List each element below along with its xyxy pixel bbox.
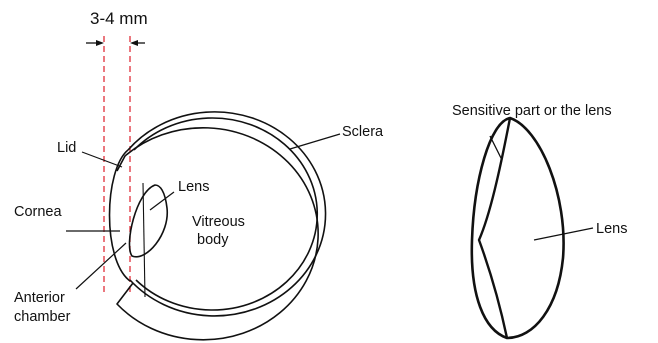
lens-shape [472, 118, 564, 338]
vitreous-label-line2: body [197, 232, 228, 248]
lens-label: Lens [178, 179, 209, 195]
ciliary-line [143, 183, 145, 297]
anterior-label-line1: Anterior [14, 290, 65, 306]
sensitive-part-label: Sensitive part or the lens [452, 103, 612, 119]
vitreous-label-line1: Vitreous [192, 214, 245, 230]
lens-detail [472, 118, 593, 338]
lens-sensitive-edge [479, 118, 510, 338]
measurement-arrows [86, 40, 145, 46]
lens-detail-label: Lens [596, 221, 627, 237]
lid-label: Lid [57, 140, 76, 156]
cornea-label: Cornea [14, 204, 62, 220]
sclera-label: Sclera [342, 124, 383, 140]
anterior-label-line2: chamber [14, 309, 70, 325]
eye-lens [129, 185, 167, 257]
eye-leader-lines [66, 134, 340, 289]
red-guide-lines [104, 36, 130, 292]
measurement-label: 3-4 mm [90, 9, 148, 28]
cornea-curve [110, 150, 131, 281]
sensitive-leader [490, 136, 502, 160]
